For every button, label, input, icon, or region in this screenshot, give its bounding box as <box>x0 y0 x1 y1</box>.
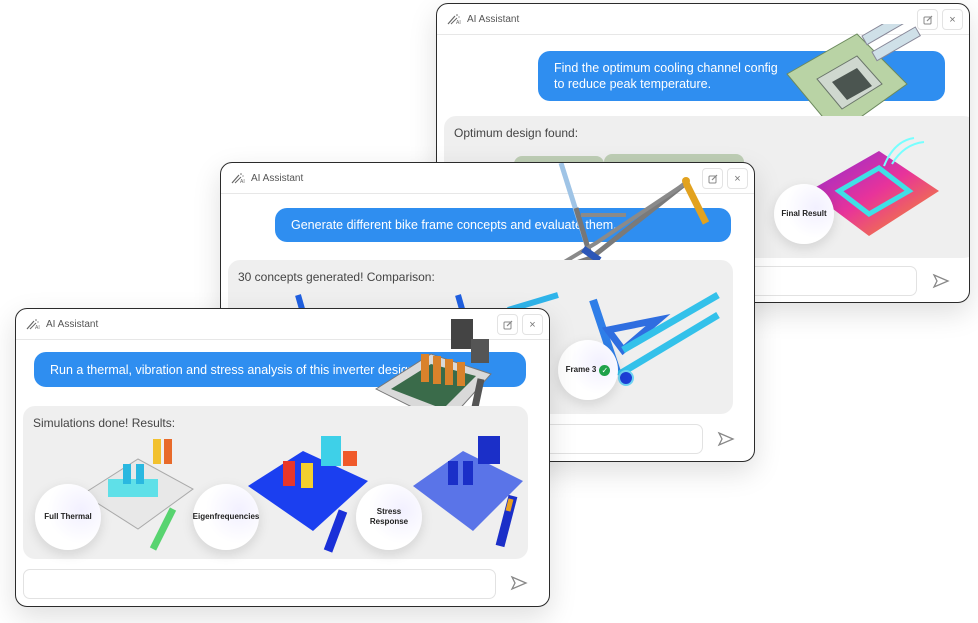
thermal-result-render <box>809 137 939 236</box>
edit-button[interactable] <box>497 314 518 335</box>
ai-wand-icon: AI <box>447 14 461 25</box>
svg-text:AI: AI <box>240 179 245 184</box>
edit-icon <box>708 174 717 183</box>
window-title: AI Assistant <box>251 172 304 184</box>
thermal-render <box>82 439 194 551</box>
edit-button[interactable] <box>702 168 723 189</box>
ai-wand-icon: AI <box>231 173 245 184</box>
edit-icon <box>503 320 512 329</box>
result-badge-final[interactable]: Final Result <box>774 184 834 244</box>
result-badge-eigenfrequencies[interactable]: Eigenfrequencies <box>193 484 259 550</box>
close-icon: × <box>529 318 536 331</box>
eigenfrequency-render <box>248 436 368 553</box>
reply-text: 30 concepts generated! Comparison: <box>238 270 435 284</box>
ai-wand-icon: AI <box>26 319 40 330</box>
close-icon: × <box>949 13 956 26</box>
close-button[interactable]: × <box>942 9 963 30</box>
reply-text: Simulations done! Results: <box>33 416 176 430</box>
reply-text: Optimum design found: <box>454 126 579 140</box>
edit-icon <box>923 15 932 24</box>
title-bar: AI AI Assistant <box>221 163 754 194</box>
design-thumb-1 <box>514 156 604 166</box>
window-title: AI Assistant <box>467 13 520 25</box>
send-icon[interactable] <box>510 575 528 591</box>
chat-window-inverter: AI AI Assistant × Run a thermal, vibrati… <box>15 308 550 607</box>
message-input[interactable] <box>23 569 496 599</box>
svg-text:AI: AI <box>35 325 40 330</box>
title-bar: AI AI Assistant <box>437 4 969 35</box>
user-message: Generate different bike frame concepts a… <box>275 208 731 242</box>
close-button[interactable]: × <box>727 168 748 189</box>
svg-text:AI: AI <box>456 20 461 25</box>
close-button[interactable]: × <box>522 314 543 335</box>
title-bar: AI AI Assistant <box>16 309 549 340</box>
result-badge-full-thermal[interactable]: Full Thermal <box>35 484 101 550</box>
send-icon[interactable] <box>717 431 735 447</box>
result-badge-frame3[interactable]: Frame 3✓ <box>558 340 618 400</box>
window-title: AI Assistant <box>46 318 99 330</box>
message-input[interactable] <box>727 266 917 296</box>
result-badge-stress-response[interactable]: Stress Response <box>356 484 422 550</box>
close-icon: × <box>734 172 741 185</box>
send-icon[interactable] <box>932 273 950 289</box>
stress-render <box>413 436 523 548</box>
check-circle-icon: ✓ <box>599 364 611 376</box>
message-input[interactable] <box>539 424 703 454</box>
cooling-plate-render <box>786 24 921 135</box>
assistant-reply: Simulations done! Results: <box>23 406 528 559</box>
inverter-render <box>374 319 492 427</box>
edit-button[interactable] <box>917 9 938 30</box>
